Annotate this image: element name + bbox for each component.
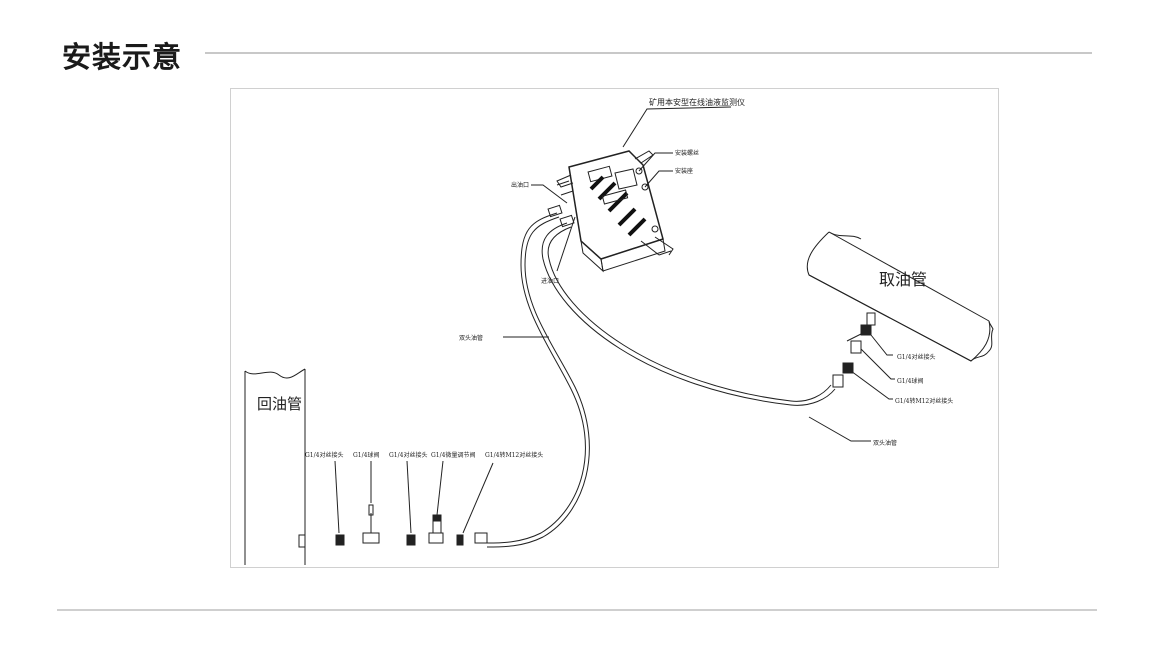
mount-screw-label: 安装螺丝 — [675, 149, 699, 157]
section-title: 安装示意 — [62, 40, 183, 74]
intake-pipe — [806, 231, 994, 362]
right-fitting-1-label: G1/4对丝接头 — [897, 353, 935, 361]
mount-screw-leader — [638, 152, 673, 172]
hose-left — [486, 204, 590, 548]
mount-plate-leader — [644, 170, 673, 188]
inlet-label: 进油口 — [541, 277, 559, 285]
diagram-svg: 取油管 回油管 — [244, 97, 994, 565]
return-pipe — [244, 368, 306, 565]
right-fitting-2-label: G1/4球阀 — [897, 377, 923, 385]
title-divider — [205, 52, 1092, 54]
bottom-fitting-3-label: G1/4对丝接头 — [389, 451, 427, 459]
device-label: 矿用本安型在线油液监测仪 — [649, 97, 745, 107]
bottom-fitting-5-label: G1/4转M12对丝接头 — [485, 451, 543, 459]
outlet-label: 出油口 — [511, 181, 529, 189]
bottom-fitting-1-label: G1/4对丝接头 — [305, 451, 343, 459]
hose-right — [541, 214, 836, 406]
right-fittings — [832, 312, 876, 388]
intake-pipe-label: 取油管 — [879, 270, 927, 289]
device-leader — [622, 106, 732, 148]
installation-diagram: 取油管 回油管 — [230, 88, 999, 568]
return-pipe-label: 回油管 — [257, 395, 302, 413]
right-fitting-3-label: G1/4转M12对丝接头 — [895, 397, 953, 405]
outlet-leader — [531, 184, 568, 204]
hose-left-label: 双头油管 — [459, 334, 483, 342]
bottom-fitting-2-label: G1/4球阀 — [353, 451, 379, 459]
bottom-divider — [57, 609, 1097, 611]
hose-right-leader — [808, 416, 871, 442]
hose-right-label: 双头油管 — [873, 439, 897, 447]
bottom-fitting-4-label: G1/4微量调节阀 — [431, 451, 475, 459]
bottom-fittings — [335, 504, 488, 546]
monitor-device — [556, 150, 674, 273]
mount-plate-label: 安装座 — [675, 167, 693, 175]
inlet-leader — [556, 216, 576, 272]
